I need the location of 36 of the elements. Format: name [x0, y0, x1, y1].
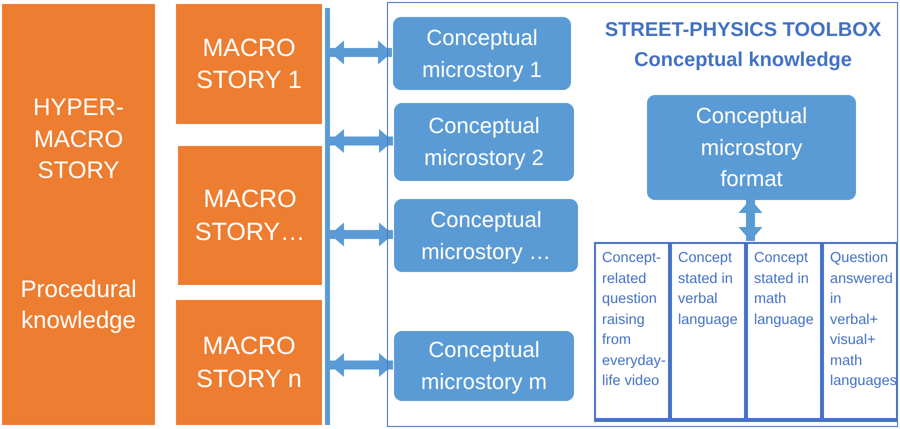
heading: STREET-PHYSICS TOOLBOX: [604, 19, 882, 42]
toolbox-frame: [387, 2, 898, 427]
process-box: [2, 4, 155, 425]
table-cell: [822, 242, 898, 420]
heading: Conceptual knowledge: [633, 49, 853, 72]
table-frame: [594, 242, 898, 422]
box-label: Procedural knowledge: [19, 275, 138, 336]
box-label: Conceptual microstory 2: [423, 112, 545, 172]
process-box: [394, 331, 574, 401]
process-box: [176, 300, 322, 425]
cell-text: Concept-related question raising from everyday-life video: [602, 249, 664, 391]
box-label: MACRO STORY…: [194, 184, 306, 248]
double-arrow: [330, 40, 392, 64]
box-label: MACRO STORY n: [195, 331, 303, 394]
table-cell: [670, 242, 746, 420]
double-arrow: [330, 222, 393, 246]
table-cell: [746, 242, 822, 420]
box-label: MACRO STORY 1: [195, 32, 303, 96]
box-label: Conceptual microstory format: [694, 102, 808, 194]
process-box: [394, 199, 578, 272]
process-box: [176, 4, 322, 124]
divider-bar: [325, 8, 330, 425]
cell-text: Concept stated in verbal language: [678, 249, 739, 330]
box-label: Conceptual microstory 1: [421, 24, 543, 84]
cell-text: Concept stated in math language: [754, 249, 815, 330]
double-arrow: [330, 129, 393, 153]
double-arrow: [738, 199, 762, 241]
box-label: Conceptual microstory …: [420, 206, 552, 266]
process-box: [178, 146, 322, 285]
process-box: [647, 95, 856, 200]
table-cell: [594, 242, 670, 420]
double-arrow: [330, 353, 393, 377]
box-label: HYPER-MACRO STORY: [32, 93, 125, 186]
process-box: [394, 103, 574, 181]
box-label: Conceptual microstory m: [420, 336, 548, 396]
process-box: [393, 17, 571, 90]
